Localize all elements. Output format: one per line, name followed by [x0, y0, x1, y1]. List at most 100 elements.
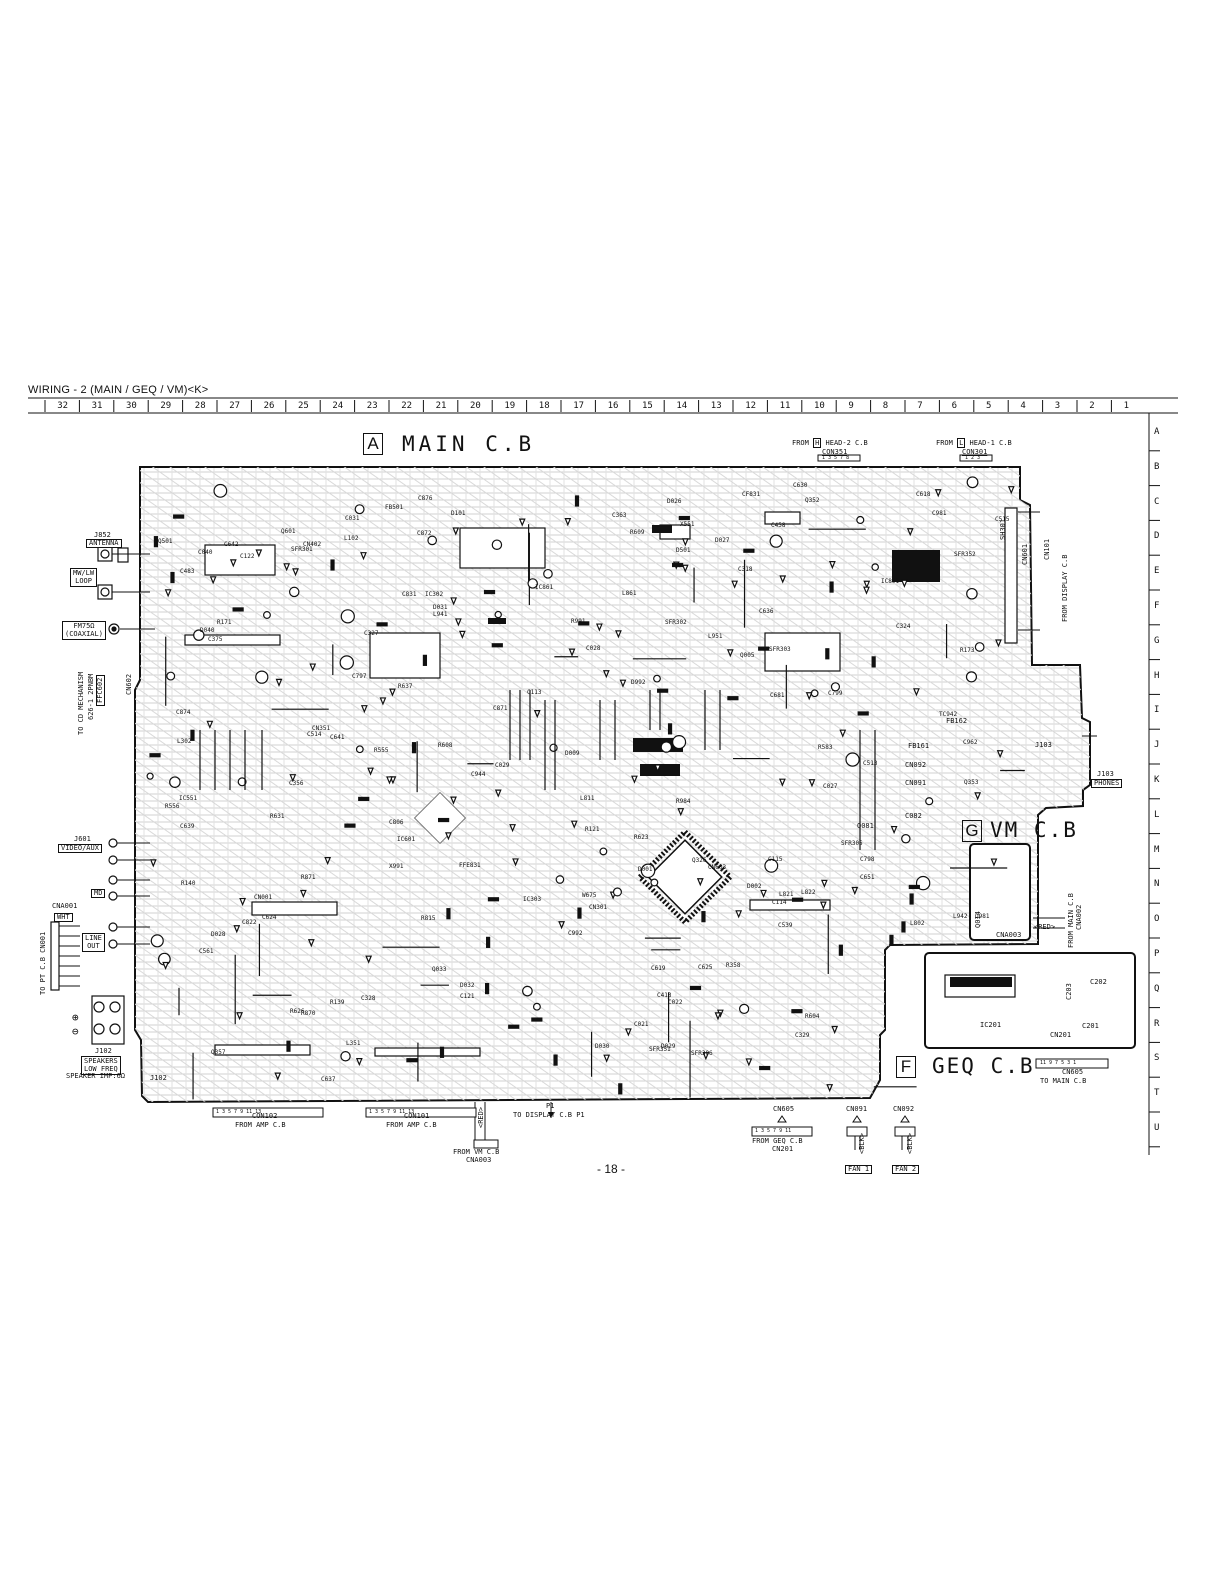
transistor-symbol [714, 1012, 722, 1021]
cn092-bottom-label: CN092 [893, 1105, 915, 1113]
resistor-symbol [232, 607, 244, 612]
resistor-symbol [909, 893, 914, 905]
transistor-symbol [808, 779, 816, 788]
resistor-symbol [689, 985, 702, 991]
capacitor-symbol [830, 682, 841, 692]
resistor-symbol [901, 921, 906, 933]
transistor-symbol [386, 776, 393, 785]
transistor-symbol [512, 858, 519, 867]
transistor-symbol [863, 586, 870, 595]
component-ref: C641 [330, 734, 345, 741]
con301-pins: 1 2 3 [965, 455, 981, 461]
component-ref: C642 [224, 541, 239, 548]
component-ref: D027 [715, 537, 730, 544]
transistor-symbol [164, 589, 172, 598]
transistor-symbol [355, 1058, 363, 1067]
cd-mechanism-label-2: 626-1 2PNBM [87, 673, 95, 720]
row-letter: O [1154, 914, 1160, 925]
component-ref: C021 [634, 1021, 649, 1028]
component-ref: CN351 [312, 725, 331, 732]
transistor-symbol [819, 901, 827, 910]
column-number: 25 [298, 401, 309, 411]
component-ref: D501 [676, 547, 691, 554]
transistor-symbol [558, 921, 566, 930]
transistor-symbol [365, 955, 373, 964]
resistor-symbol [406, 1058, 418, 1063]
column-number: 5 [986, 401, 992, 411]
component-ref: C799 [828, 690, 843, 697]
transistor-symbol [239, 897, 247, 907]
component-ref: C328 [361, 995, 376, 1002]
video-aux-ref: J601 [74, 835, 91, 843]
fm-coaxial-label: FM75Ω(COAXIAL) [62, 621, 106, 641]
component-ref: IC551 [179, 795, 198, 802]
component-ref: C651 [860, 874, 875, 881]
transistor-symbol [255, 549, 263, 558]
component-ref: C022 [668, 999, 683, 1006]
resistor-symbol [553, 1054, 558, 1066]
row-letter: Q [1154, 983, 1160, 994]
transistor-symbol [233, 925, 241, 934]
resistor-symbol [446, 908, 451, 920]
component-ref: SFR303 [769, 646, 791, 653]
minus-terminal-icon: ⊖ [72, 1025, 79, 1038]
resistor-symbol [486, 936, 491, 948]
component-ref: C798 [860, 856, 875, 863]
column-number: 13 [710, 401, 722, 411]
main-board-name: MAIN C.B [402, 432, 536, 456]
transistor-symbol [307, 939, 315, 948]
con102-label: CON102 [252, 1112, 278, 1120]
component-ref: C872 [417, 530, 432, 537]
phones-label: PHONES [1091, 779, 1123, 788]
component-ref: D029 [661, 1043, 676, 1050]
column-number: 20 [470, 401, 481, 411]
component-ref: L351 [346, 1040, 361, 1047]
transistor-symbol [360, 705, 368, 714]
transistor-symbol [735, 910, 743, 919]
column-number: 11 [779, 401, 791, 411]
column-number: 8 [882, 401, 889, 411]
resistor-symbol [330, 559, 335, 571]
transistor-symbol [745, 1058, 753, 1067]
transistor-symbol [162, 961, 169, 971]
transistor-symbol [726, 649, 734, 658]
component-ref: D026 [667, 498, 682, 505]
capacitor-symbol [193, 629, 205, 641]
capacitor-symbol [966, 476, 979, 489]
wht-label: WHT [54, 913, 73, 922]
column-number: 28 [194, 401, 206, 411]
cn605-right-label: CN605 [1062, 1068, 1084, 1076]
transistor-symbol [274, 1072, 282, 1081]
fan1-blk-label: <BLK> [858, 1132, 866, 1154]
transistor-symbol [731, 580, 739, 589]
component-ref: C458 [771, 522, 786, 529]
component-ref: D002 [747, 883, 762, 890]
resistor-symbol [190, 729, 195, 741]
resistor-symbol [791, 897, 804, 902]
column-number: 4 [1020, 401, 1026, 411]
cn101-ref: CN101 [1043, 538, 1051, 560]
transistor-symbol [901, 579, 908, 588]
capacitor-symbol [288, 586, 300, 598]
component-ref: R984 [676, 798, 691, 805]
capacitor-symbol [739, 1003, 750, 1015]
antenna-label: ANTENNA [86, 539, 122, 548]
row-letter: M [1154, 844, 1160, 855]
component-ref: C681 [770, 692, 785, 699]
transistor-symbol [779, 575, 787, 584]
component-ref: C637 [321, 1076, 336, 1083]
column-number: 15 [642, 401, 653, 411]
transistor-symbol [458, 630, 466, 639]
capacitor-symbol [612, 887, 622, 897]
capacitor-symbol [966, 587, 978, 600]
resistor-symbol [173, 514, 185, 519]
fb162-label: FB162 [946, 717, 968, 725]
capacitor-symbol [856, 515, 865, 525]
transistor-symbol [518, 518, 526, 527]
resistor-symbol [657, 688, 669, 693]
capacitor-symbol [653, 674, 661, 683]
capacitor-symbol [522, 985, 533, 997]
p1-label: P1 [546, 1102, 555, 1110]
